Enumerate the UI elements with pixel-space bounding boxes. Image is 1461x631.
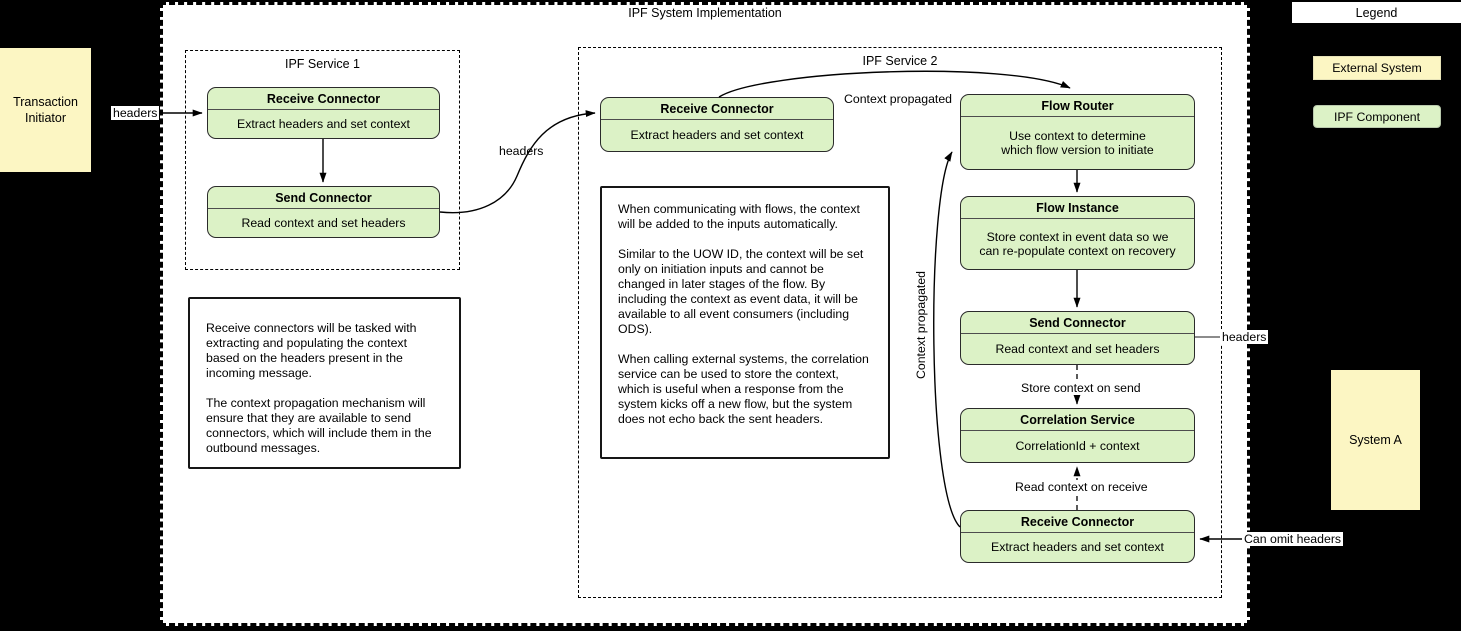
node-receive-connector-s1: Receive Connector Extract headers and se… bbox=[207, 87, 440, 139]
legend-external-system: External System bbox=[1313, 56, 1441, 80]
node-body: Extract headers and set context bbox=[237, 116, 410, 131]
node-receive-connector-s2: Receive Connector Extract headers and se… bbox=[600, 97, 834, 152]
note-context-behaviour: When communicating with flows, the conte… bbox=[600, 186, 890, 459]
label-can-omit-headers: Can omit headers bbox=[1242, 532, 1344, 546]
legend-ipf-component: IPF Component bbox=[1313, 105, 1441, 128]
node-title: Send Connector bbox=[961, 312, 1194, 334]
node-title: Flow Instance bbox=[961, 197, 1194, 219]
external-transaction-initiator: Transaction Initiator bbox=[0, 48, 91, 172]
node-title: Receive Connector bbox=[601, 98, 833, 120]
note-receive-connectors: Receive connectors will be tasked with e… bbox=[188, 297, 461, 469]
node-flow-instance: Flow Instance Store context in event dat… bbox=[960, 196, 1195, 270]
node-receive-connector-s2b: Receive Connector Extract headers and se… bbox=[960, 510, 1195, 563]
node-title: Send Connector bbox=[208, 187, 439, 209]
legend-title: Legend bbox=[1292, 2, 1461, 23]
node-body: Extract headers and set context bbox=[630, 128, 804, 143]
node-body: Store context in event data so we can re… bbox=[979, 229, 1176, 259]
node-flow-router: Flow Router Use context to determine whi… bbox=[960, 94, 1195, 170]
node-title: Receive Connector bbox=[208, 88, 439, 110]
node-body: CorrelationId + context bbox=[1015, 439, 1140, 454]
node-title: Flow Router bbox=[961, 95, 1194, 117]
label-headers-out: headers bbox=[1220, 330, 1269, 344]
label-headers-mid: headers bbox=[499, 144, 544, 158]
node-body: Read context and set headers bbox=[995, 341, 1160, 356]
label-context-propagated-top: Context propagated bbox=[844, 92, 953, 106]
label-store-context-on-send: Store context on send bbox=[1019, 381, 1143, 395]
label-headers-in: headers bbox=[111, 106, 160, 120]
ipf-system-title: IPF System Implementation bbox=[628, 6, 782, 20]
note-paragraph: Similar to the UOW ID, the context will … bbox=[618, 247, 864, 336]
label-context-propagated-side: Context propagated bbox=[914, 270, 928, 380]
node-send-connector-s2: Send Connector Read context and set head… bbox=[960, 311, 1195, 365]
service2-title: IPF Service 2 bbox=[862, 54, 938, 68]
node-body: Read context and set headers bbox=[241, 215, 406, 230]
service2-boundary: IPF Service 2 bbox=[578, 47, 1222, 598]
node-title: Correlation Service bbox=[961, 409, 1194, 431]
node-correlation-service: Correlation Service CorrelationId + cont… bbox=[960, 408, 1195, 463]
node-title: Receive Connector bbox=[961, 511, 1194, 533]
node-send-connector-s1: Send Connector Read context and set head… bbox=[207, 186, 440, 238]
external-system-a: System A bbox=[1331, 370, 1420, 510]
node-body: Use context to determine which flow vers… bbox=[1001, 128, 1154, 158]
service1-title: IPF Service 1 bbox=[284, 57, 361, 71]
note-paragraph: When calling external systems, the corre… bbox=[618, 352, 869, 426]
note-paragraph: Receive connectors will be tasked with e… bbox=[206, 321, 417, 380]
note-paragraph: When communicating with flows, the conte… bbox=[618, 202, 860, 231]
node-body: Extract headers and set context bbox=[991, 540, 1164, 555]
note-paragraph: The context propagation mechanism will e… bbox=[206, 396, 432, 455]
label-read-context-on-receive: Read context on receive bbox=[1013, 480, 1150, 494]
